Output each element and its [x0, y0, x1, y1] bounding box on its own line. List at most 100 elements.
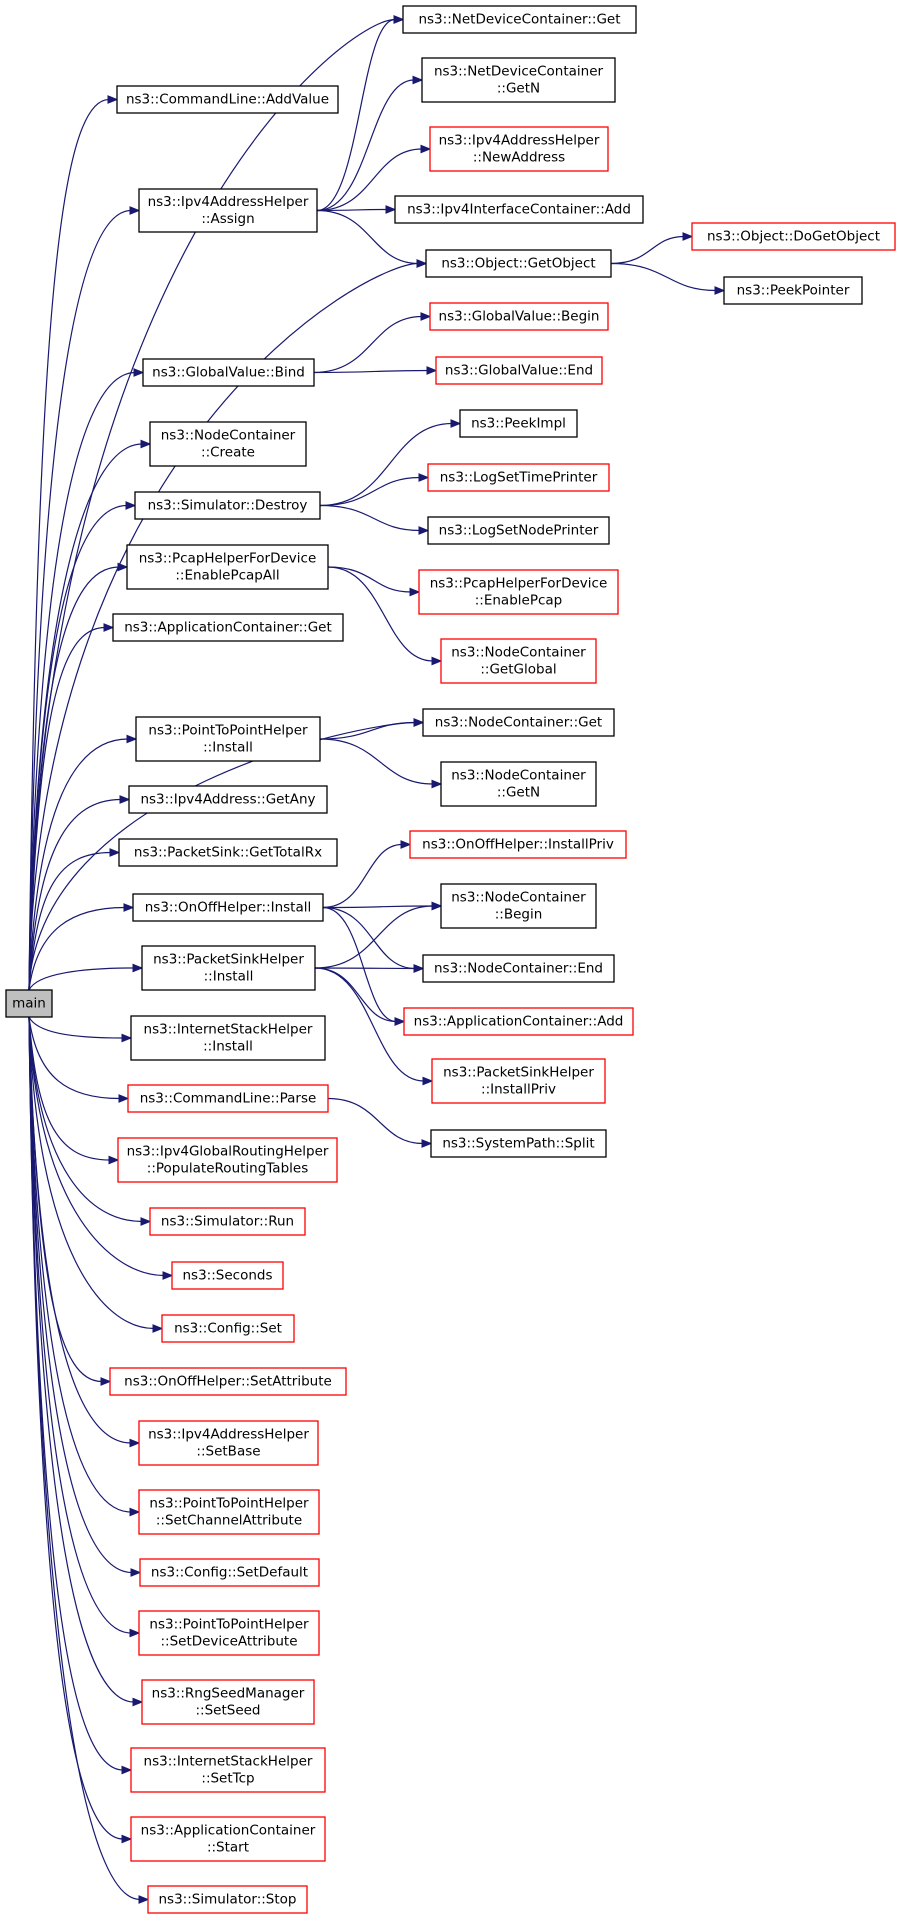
node-pcap-all[interactable]: ns3::PcapHelperForDevice::EnablePcapAll [126, 544, 329, 590]
node-nc-getn[interactable]: ns3::NodeContainer::GetN [440, 761, 597, 807]
node-label: ns3::Object::DoGetObject [707, 229, 880, 245]
node-log-timeprinter[interactable]: ns3::LogSetTimePrinter [427, 463, 610, 492]
node-ac-add[interactable]: ns3::ApplicationContainer::Add [403, 1007, 634, 1036]
node-ac-get[interactable]: ns3::ApplicationContainer::Get [112, 613, 344, 642]
edge-ipv4ah-assign-to-ipv4ah-newaddr [316, 148, 423, 212]
node-box [109, 1367, 347, 1396]
node-label: ::Install [203, 740, 253, 756]
edge-sim-destroy-to-log-nodeprinter [319, 504, 421, 532]
node-ac-start[interactable]: ns3::ApplicationContainer::Start [130, 1816, 326, 1862]
node-psh-install[interactable]: ns3::PacketSinkHelper::Install [141, 945, 316, 991]
node-nc-getglobal[interactable]: ns3::NodeContainer::GetGlobal [440, 638, 597, 684]
node-ish-settcp[interactable]: ns3::InternetStackHelper::SetTcp [130, 1747, 326, 1793]
node-ipv4ah-assign[interactable]: ns3::Ipv4AddressHelper::Assign [138, 188, 318, 233]
node-main[interactable]: main [5, 989, 53, 1018]
node-box [118, 838, 338, 867]
node-gv-end[interactable]: ns3::GlobalValue::End [435, 356, 603, 385]
node-sim-destroy[interactable]: ns3::Simulator::Destroy [134, 491, 321, 520]
node-gv-bind[interactable]: ns3::GlobalValue::Bind [142, 358, 315, 387]
node-ipv4ah-newaddr[interactable]: ns3::Ipv4AddressHelper::NewAddress [429, 126, 609, 172]
node-box [403, 1007, 634, 1036]
node-cl-addvalue[interactable]: ns3::CommandLine::AddValue [116, 85, 339, 114]
node-box [418, 569, 619, 615]
node-oo-setattr[interactable]: ns3::OnOffHelper::SetAttribute [109, 1367, 347, 1396]
node-log-nodeprinter[interactable]: ns3::LogSetNodePrinter [427, 516, 610, 545]
node-box [141, 945, 316, 991]
node-oo-installpriv[interactable]: ns3::OnOffHelper::InstallPriv [409, 830, 627, 859]
node-pcap-enable[interactable]: ns3::PcapHelperForDevice::EnablePcap [418, 569, 619, 615]
node-sim-run[interactable]: ns3::Simulator::Run [149, 1207, 306, 1236]
node-nc-create[interactable]: ns3::NodeContainer::Create [149, 421, 307, 467]
node-ipv4-getany[interactable]: ns3::Ipv4Address::GetAny [128, 785, 328, 814]
node-gv-begin[interactable]: ns3::GlobalValue::Begin [429, 302, 609, 331]
node-box [435, 356, 603, 385]
node-label: ns3::NetDeviceContainer [434, 64, 604, 80]
node-ndc-get[interactable]: ns3::NetDeviceContainer::Get [402, 5, 637, 34]
node-label: ns3::PointToPointHelper [148, 723, 308, 739]
node-oo-install[interactable]: ns3::OnOffHelper::Install [132, 893, 324, 922]
node-label: ns3::NodeContainer [161, 428, 296, 444]
arrowhead [125, 501, 137, 510]
arrowhead [132, 1697, 144, 1707]
node-cfg-setdefault[interactable]: ns3::Config::SetDefault [139, 1558, 320, 1587]
node-label: ::SetSeed [195, 1703, 260, 1719]
node-box [141, 1679, 315, 1725]
node-p2p-install[interactable]: ns3::PointToPointHelper::Install [135, 716, 321, 762]
arrowhead [100, 1377, 112, 1386]
node-cfg-set[interactable]: ns3::Config::Set [161, 1314, 295, 1343]
node-box [421, 57, 616, 103]
node-grh-populate[interactable]: ns3::Ipv4GlobalRoutingHelper::PopulateRo… [117, 1137, 338, 1183]
node-label: ::NewAddress [473, 150, 565, 166]
node-label: ns3::OnOffHelper::InstallPriv [422, 837, 614, 853]
node-box [130, 1816, 326, 1862]
node-nc-get[interactable]: ns3::NodeContainer::Get [422, 708, 615, 737]
node-box [691, 222, 896, 251]
node-obj-dogetobject[interactable]: ns3::Object::DoGetObject [691, 222, 896, 251]
arrowhead [394, 1017, 406, 1026]
node-sim-stop[interactable]: ns3::Simulator::Stop [147, 1885, 308, 1914]
node-label: ::Create [201, 445, 255, 461]
node-label: ns3::LogSetTimePrinter [440, 470, 598, 486]
arrowhead [420, 312, 432, 321]
node-box [431, 1058, 606, 1104]
node-peekimpl[interactable]: ns3::PeekImpl [459, 409, 578, 438]
arrowhead [152, 1324, 164, 1333]
node-p2p-setdev[interactable]: ns3::PointToPointHelper::SetDeviceAttrib… [138, 1610, 320, 1656]
arrowhead [714, 286, 726, 295]
node-nc-end[interactable]: ns3::NodeContainer::End [422, 954, 615, 983]
node-label: ns3::LogSetNodePrinter [439, 523, 599, 539]
node-cl-parse[interactable]: ns3::CommandLine::Parse [127, 1084, 329, 1113]
node-sp-split[interactable]: ns3::SystemPath::Split [430, 1129, 607, 1158]
node-box [161, 1314, 295, 1343]
node-label: ns3::OnOffHelper::Install [145, 900, 312, 916]
arrowhead [121, 1834, 133, 1844]
node-ps-gettotalrx[interactable]: ns3::PacketSink::GetTotalRx [118, 838, 338, 867]
node-psh-installpriv[interactable]: ns3::PacketSinkHelper::InstallPriv [431, 1058, 606, 1104]
node-label: ns3::ApplicationContainer [141, 1823, 316, 1839]
node-rng-setseed[interactable]: ns3::RngSeedManager::SetSeed [141, 1679, 315, 1725]
node-ndc-getn[interactable]: ns3::NetDeviceContainer::GetN [421, 57, 616, 103]
node-seconds[interactable]: ns3::Seconds [171, 1261, 284, 1290]
arrowhead [422, 1076, 434, 1086]
node-peekpointer[interactable]: ns3::PeekPointer [723, 276, 863, 305]
arrowhead [129, 1628, 141, 1638]
node-label: ::GetN [497, 81, 540, 97]
node-ish-install[interactable]: ns3::InternetStackHelper::Install [130, 1015, 326, 1061]
node-p2p-setchan[interactable]: ns3::PointToPointHelper::SetChannelAttri… [138, 1489, 320, 1535]
edge-main-to-rng-setseed [28, 1016, 135, 1703]
edge-main-to-grh-populate [28, 1016, 111, 1161]
node-box [139, 1558, 320, 1587]
node-nc-begin[interactable]: ns3::NodeContainer::Begin [440, 883, 597, 929]
node-label: ns3::NodeContainer::Get [435, 715, 602, 731]
node-label: ns3::NodeContainer [451, 645, 586, 661]
node-ipv4ic-add[interactable]: ns3::Ipv4InterfaceContainer::Add [394, 195, 644, 224]
node-ipv4ah-setbase[interactable]: ns3::Ipv4AddressHelper::SetBase [138, 1420, 319, 1466]
node-obj-getobject[interactable]: ns3::Object::GetObject [425, 249, 612, 278]
arrowhead [129, 206, 141, 215]
edge-main-to-ipv4-getany [28, 798, 122, 991]
edge-psh-install-to-nc-end [314, 967, 416, 970]
node-label: ns3::Ipv4AddressHelper [148, 1427, 309, 1443]
node-label: ns3::Simulator::Run [161, 1214, 294, 1230]
node-box [409, 830, 627, 859]
